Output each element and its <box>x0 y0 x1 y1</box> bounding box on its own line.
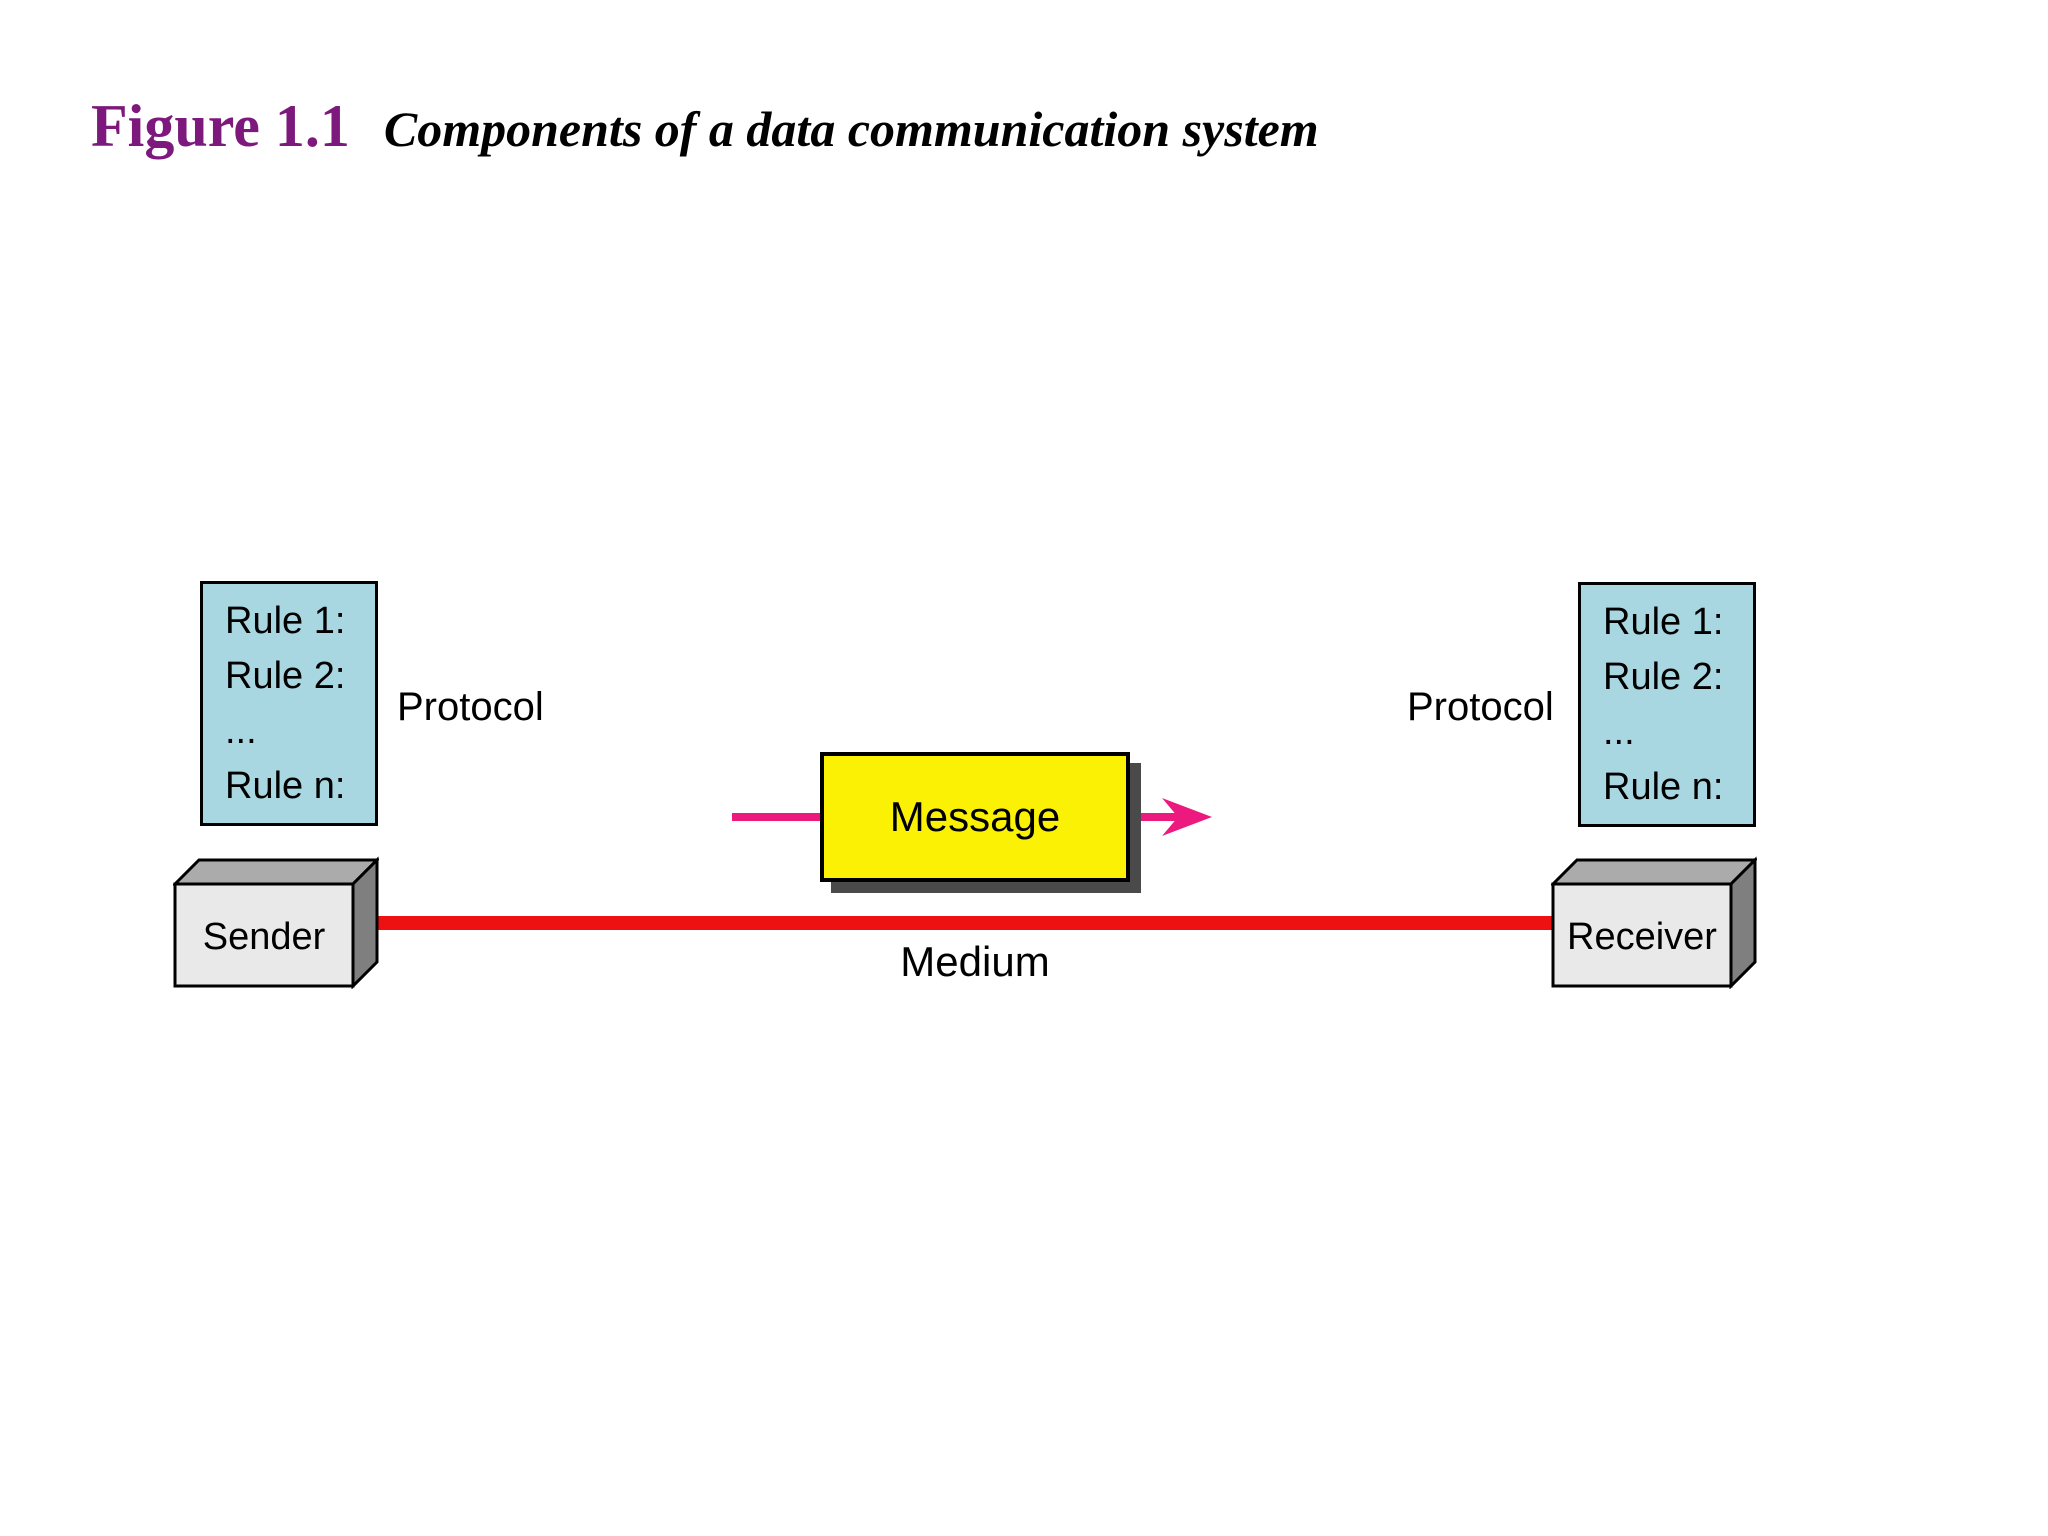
sender-label: Sender <box>203 916 326 958</box>
sender-box-side-face <box>351 856 379 989</box>
sender-box-top-face <box>173 858 379 886</box>
message-out-arrowhead-icon <box>1162 798 1212 836</box>
receiver-box-front-face <box>1551 882 1733 988</box>
rule-line: Rule 2: <box>225 655 346 697</box>
rule-line: ... <box>1603 711 1635 753</box>
rule-line: ... <box>225 710 257 752</box>
rule-line: Rule n: <box>225 765 346 807</box>
receiver-box-side-face <box>1729 856 1757 989</box>
rule-line: Rule 2: <box>1603 656 1724 698</box>
rule-line: Rule 1: <box>225 600 346 642</box>
figure-title: Figure 1.1 Components of a data communic… <box>91 92 1319 161</box>
figure-number: Figure 1.1 <box>91 93 350 159</box>
protocol-label-right: Protocol <box>1407 685 1554 729</box>
medium-label: Medium <box>900 938 1050 985</box>
message-label: Message <box>889 793 1061 840</box>
figure-caption: Components of a data communication syste… <box>383 101 1319 157</box>
protocol-rules-box-left: Rule 1: Rule 2: ... Rule n: <box>200 581 378 826</box>
sender-box-front-face <box>173 882 355 988</box>
message-box: Message <box>820 752 1130 882</box>
sender-box: Sender <box>173 856 379 989</box>
rule-line: Rule n: <box>1603 766 1724 808</box>
receiver-label: Receiver <box>1567 916 1717 958</box>
receiver-box-top-face <box>1551 858 1757 886</box>
receiver-box: Receiver <box>1551 856 1757 989</box>
protocol-label-left: Protocol <box>397 685 544 729</box>
rule-line: Rule 1: <box>1603 601 1724 643</box>
protocol-rules-box-right: Rule 1: Rule 2: ... Rule n: <box>1578 582 1756 827</box>
